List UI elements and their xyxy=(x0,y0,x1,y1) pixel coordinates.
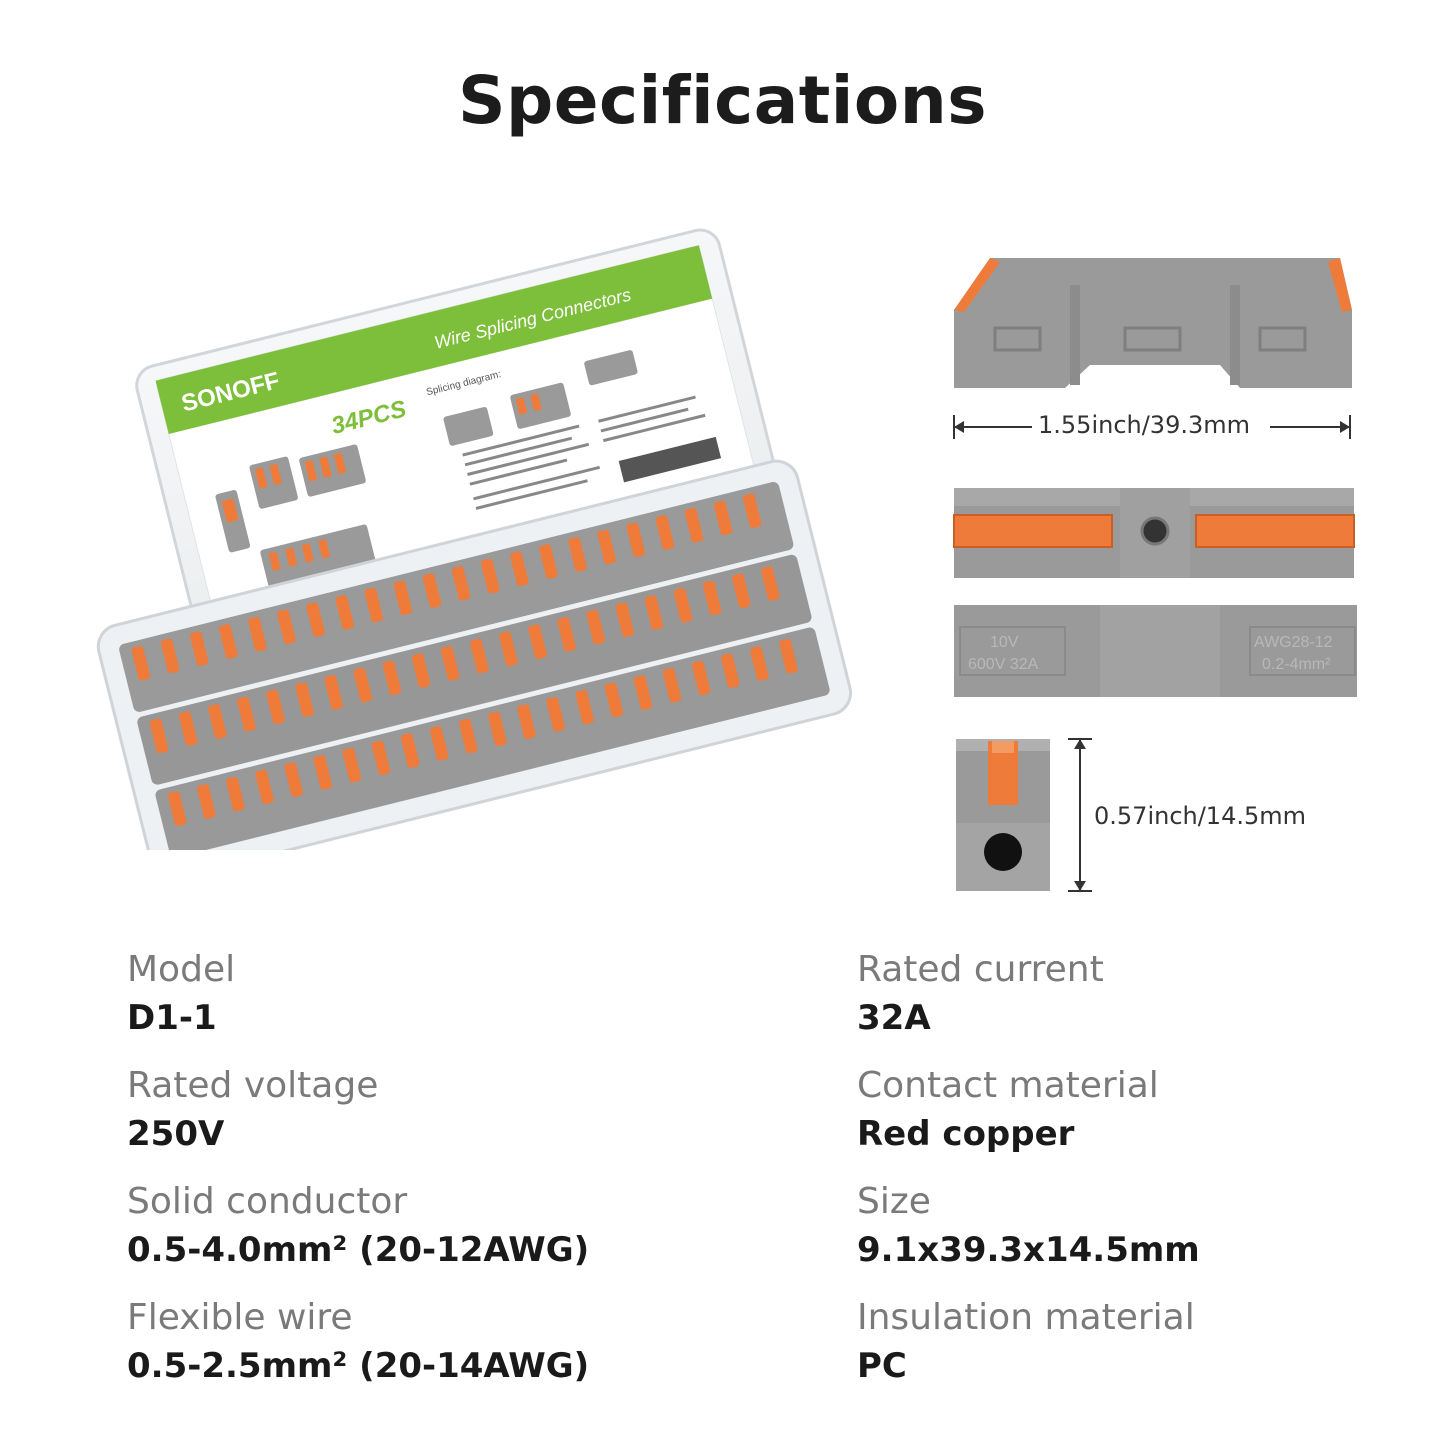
spec-label: Rated current xyxy=(857,949,1104,990)
spec-rated-current: Rated current 32A xyxy=(857,948,1104,1040)
spec-value: 32A xyxy=(857,998,931,1039)
spec-value: 250V xyxy=(127,1114,225,1155)
spec-rated-voltage: Rated voltage 250V xyxy=(127,1064,378,1156)
connector-side-view xyxy=(953,258,1352,439)
spec-value: 0.5-4.0mm² (20-12AWG) xyxy=(127,1230,590,1271)
product-box-image: SONOFF Wire Splicing Connectors 34PCS Sp… xyxy=(96,228,853,850)
spec-label: Size xyxy=(857,1181,931,1222)
spec-label: Model xyxy=(127,949,236,990)
spec-flexible-wire: Flexible wire 0.5-2.5mm² (20-14AWG) xyxy=(127,1296,589,1388)
dimension-diagrams: 1.55inch/39.3mm 10V 600V 32A AWG28-12 0.… xyxy=(940,240,1380,910)
marking-left-line2: 600V 32A xyxy=(968,656,1039,673)
marking-right-line2: 0.2-4mm² xyxy=(1262,656,1331,673)
spec-model: Model D1-1 xyxy=(127,948,235,1040)
spec-size: Size 9.1x39.3x14.5mm xyxy=(857,1180,1200,1272)
connector-top-view xyxy=(953,488,1355,578)
connector-bottom-view: 10V 600V 32A AWG28-12 0.2-4mm² xyxy=(954,605,1357,697)
spec-contact-material: Contact material Red copper xyxy=(857,1064,1159,1156)
spec-label: Solid conductor xyxy=(127,1181,408,1222)
box-label-green-band xyxy=(155,245,713,435)
spec-value: 9.1x39.3x14.5mm xyxy=(857,1230,1200,1271)
height-dimension-label: 0.57inch/14.5mm xyxy=(1088,802,1313,830)
page-title: Specifications xyxy=(457,62,988,139)
connector-end-view xyxy=(956,738,1092,892)
spec-label: Rated voltage xyxy=(127,1065,379,1106)
marking-left-line1: 10V xyxy=(990,634,1019,651)
spec-value: PC xyxy=(857,1346,907,1387)
spec-value: Red copper xyxy=(857,1114,1075,1155)
spec-label: Contact material xyxy=(857,1065,1159,1106)
marking-right-line1: AWG28-12 xyxy=(1254,634,1333,651)
spec-value: D1-1 xyxy=(127,998,217,1039)
spec-label: Flexible wire xyxy=(127,1297,353,1338)
spec-value: 0.5-2.5mm² (20-14AWG) xyxy=(127,1346,590,1387)
spec-label: Insulation material xyxy=(857,1297,1195,1338)
spec-insulation-material: Insulation material PC xyxy=(857,1296,1195,1388)
spec-solid-conductor: Solid conductor 0.5-4.0mm² (20-12AWG) xyxy=(127,1180,589,1272)
length-dimension-label: 1.55inch/39.3mm xyxy=(1032,411,1257,439)
